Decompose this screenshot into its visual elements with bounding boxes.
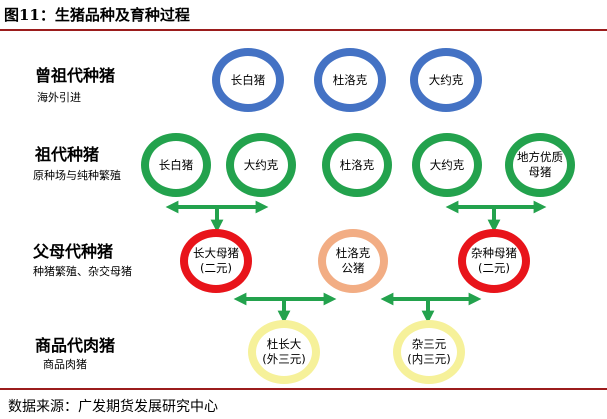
node-gp-yorkshire-right: 大约克: [412, 133, 482, 197]
tier-sub-commercial: 商品肉猪: [43, 358, 87, 371]
node-gp-duroc: 杜洛克: [322, 133, 392, 197]
node-ggp-yorkshire: 大约克: [410, 48, 482, 112]
node-parent-landrace-yorkshire-sow: 长大母猪 (二元): [180, 229, 252, 293]
tier-label-grandparent: 祖代种猪: [35, 145, 100, 164]
node-ggp-duroc: 杜洛克: [314, 48, 386, 112]
node-gp-yorkshire-left: 大约克: [226, 133, 296, 197]
tier-label-great-grandparent: 曾祖代种猪: [35, 66, 116, 85]
tier-sub-great-grandparent: 海外引进: [37, 91, 81, 104]
tier-sub-grandparent: 原种场与纯种繁殖: [33, 169, 121, 182]
figure-title: 图11：生猪品种及育种过程: [4, 6, 190, 24]
source-note: 数据来源：广发期货发展研究中心: [8, 399, 218, 415]
node-commercial-cross: 杂三元 (内三元): [393, 320, 465, 384]
node-parent-crossbred-sow: 杂种母猪 (二元): [458, 229, 530, 293]
node-gp-landrace: 长白猪: [141, 133, 211, 197]
diagram-frame: [0, 31, 607, 390]
tier-sub-parent: 种猪繁殖、杂交母猪: [33, 265, 132, 278]
node-parent-duroc-boar: 杜洛克 公猪: [318, 229, 388, 293]
figure-title-bar: 图11：生猪品种及育种过程: [0, 0, 607, 31]
tier-label-commercial: 商品代肉猪: [35, 336, 116, 355]
tier-label-parent: 父母代种猪: [33, 242, 114, 261]
node-gp-local-sow: 地方优质 母猪: [505, 133, 575, 197]
node-commercial-dly: 杜长大 (外三元): [248, 320, 320, 384]
node-ggp-landrace: 长白猪: [212, 48, 284, 112]
